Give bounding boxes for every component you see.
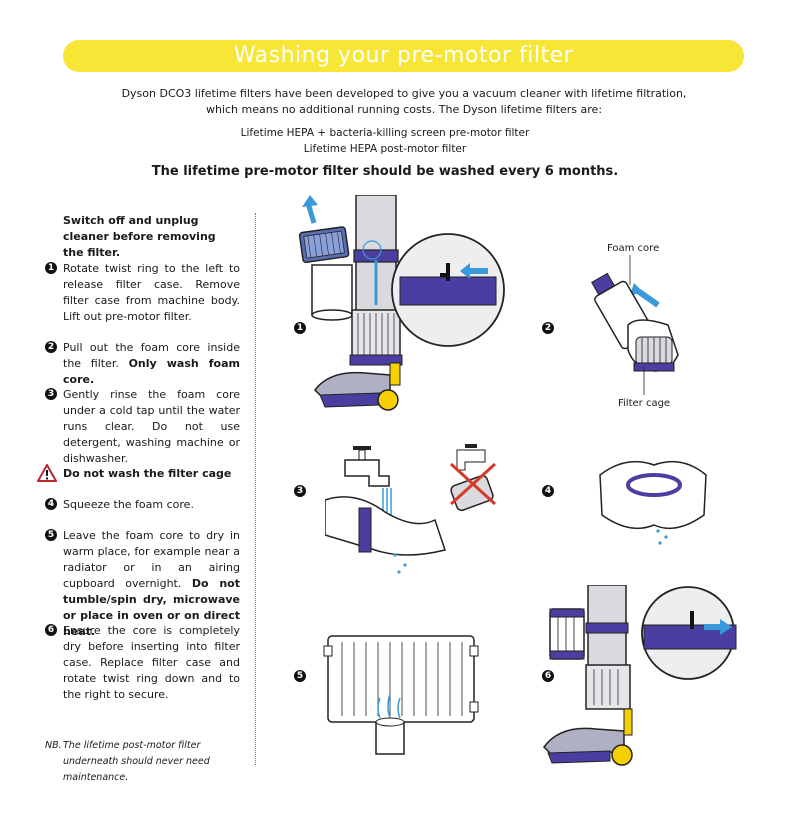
note: NB. The lifetime post-motor filter under… — [45, 738, 240, 786]
filter-list-2: Lifetime HEPA post-motor filter — [303, 143, 467, 155]
step-number: 1 — [45, 262, 57, 274]
step-text-plain: Leave the foam core to dry in warm place… — [63, 529, 240, 590]
illustration-badge-1: 1 — [294, 322, 306, 334]
headline: The lifetime pre-motor filter should be … — [151, 164, 619, 179]
step-1: 1 Rotate twist ring to the left to relea… — [45, 261, 240, 325]
step-text-bold: Do not tumble/spin dry, microwave or pla… — [63, 577, 241, 638]
step-text-plain: Pull out the foam core inside the filter… — [63, 341, 240, 370]
intro-line-1: Dyson DCO3 lifetime filters have been de… — [121, 87, 687, 100]
illustration-rinse — [325, 444, 497, 574]
step-text: Rotate twist ring to the left to release… — [63, 262, 240, 323]
instructions-intro: Switch off and unplug cleaner before rem… — [63, 214, 216, 259]
step-text-bold: Only wash foam core. — [63, 357, 240, 386]
illustration-badge-5: 5 — [294, 670, 306, 682]
filter-list-1: Lifetime HEPA + bacteria-killing screen … — [240, 127, 530, 139]
intro-line-2: which means no additional running costs.… — [205, 103, 603, 116]
step-2: 2 Pull out the foam core inside the filt… — [45, 340, 240, 388]
step-number: 3 — [45, 388, 57, 400]
note-label: NB. — [45, 740, 62, 751]
step-number: 2 — [45, 341, 57, 353]
illustration-replace-filter — [543, 585, 737, 766]
step-text: Gently rinse the foam core under a cold … — [63, 388, 240, 465]
step-text: Squeeze the foam core. — [63, 498, 194, 511]
page-title: Washing your pre-motor filter — [63, 40, 744, 72]
step-5: 5 Leave the foam core to dry in warm pla… — [45, 528, 240, 640]
warning-icon — [37, 464, 57, 482]
illustration-remove-filter-case — [298, 195, 505, 411]
step-4: 4 Squeeze the foam core. — [45, 497, 240, 513]
step-text: Leave the foam core to dry in warm place… — [63, 528, 240, 640]
illustration-badge-2: 2 — [542, 322, 554, 334]
step-number: 4 — [45, 498, 57, 510]
warning-text: Do not wash the filter cage — [63, 467, 232, 480]
illustration-badge-3: 3 — [294, 485, 306, 497]
foam-core-label: Foam core — [607, 243, 660, 254]
step-6: 6 Ensure the core is completely dry befo… — [45, 623, 240, 703]
step-text: Ensure the core is completely dry before… — [63, 624, 240, 701]
warning: Do not wash the filter cage — [37, 464, 240, 482]
note-text: The lifetime post-motor filter underneat… — [63, 740, 210, 783]
illustration-radiator — [323, 635, 479, 755]
illustration-foam-core — [591, 255, 679, 395]
step-text: Pull out the foam core inside the filter… — [63, 340, 240, 388]
illustration-badge-6: 6 — [542, 670, 554, 682]
illustration-badge-4: 4 — [542, 485, 554, 497]
illustration-squeeze — [599, 460, 707, 545]
column-divider — [255, 213, 256, 765]
step-3: 3 Gently rinse the foam core under a col… — [45, 387, 240, 467]
step-number: 5 — [45, 529, 57, 541]
filter-cage-label: Filter cage — [618, 398, 671, 409]
step-number: 6 — [45, 624, 57, 636]
